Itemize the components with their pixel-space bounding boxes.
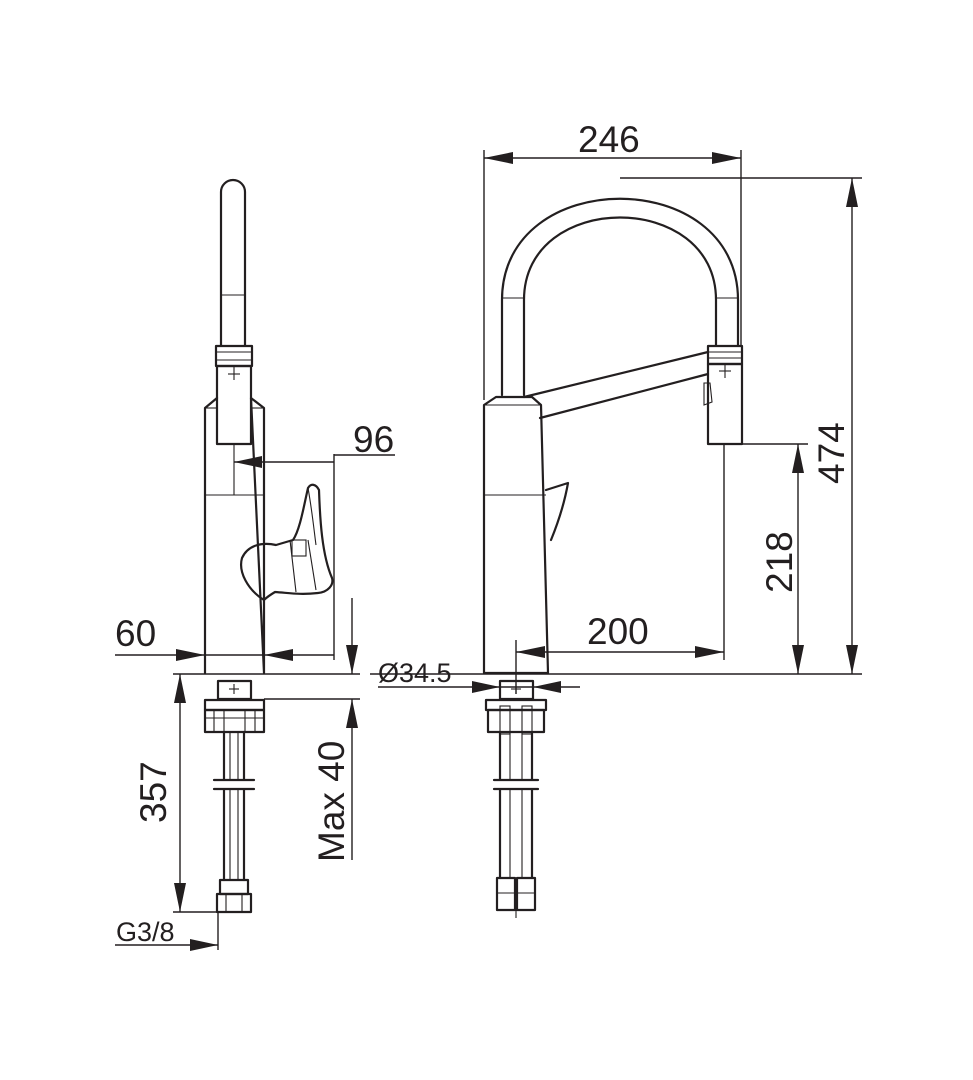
side-hose: [219, 178, 247, 347]
dim-g38-label: G3/8: [116, 917, 175, 947]
dim-200-label: 200: [587, 611, 649, 652]
side-lever: [240, 483, 334, 602]
front-dimensions: 246 474 218 200 Ø34.5: [370, 119, 862, 694]
front-lever: [544, 481, 570, 542]
front-hose-outer: [500, 197, 740, 397]
front-hose-inner: [522, 216, 718, 397]
side-body: [203, 396, 266, 675]
dim-diameter-label: Ø34.5: [378, 658, 452, 688]
side-view: [203, 178, 334, 914]
front-spout-arm: [522, 350, 710, 420]
dim-60-label: 60: [115, 613, 156, 654]
side-hose-ring: [214, 344, 254, 368]
dim-474-label: 474: [811, 422, 852, 484]
dim-218-label: 218: [759, 531, 800, 593]
dim-357-label: 357: [133, 761, 174, 823]
front-view: [482, 197, 744, 918]
dim-96-label: 96: [353, 419, 394, 460]
front-body: [482, 395, 550, 675]
side-dimensions: 96 60 Max 40 357 G3/8: [115, 419, 395, 951]
dim-246-label: 246: [578, 119, 640, 160]
dim-max40-label: Max 40: [311, 741, 352, 862]
